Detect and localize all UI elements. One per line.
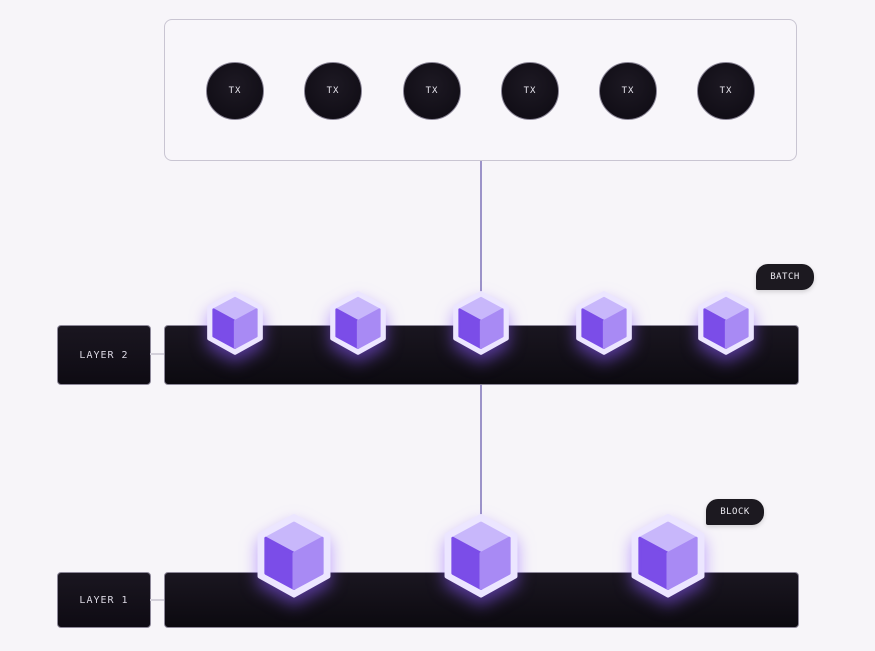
transaction-node: TX	[403, 62, 461, 120]
layer1-block-cube	[444, 514, 518, 598]
transaction-node: TX	[206, 62, 264, 120]
connector-layer2-to-layer1	[480, 384, 482, 519]
layer2-transaction-cube	[207, 291, 263, 355]
layer2-transaction-cube	[698, 291, 754, 355]
transaction-node: TX	[599, 62, 657, 120]
block-badge: BLOCK	[706, 499, 764, 525]
layer2-transaction-cube	[330, 291, 386, 355]
connector-pool-to-layer2	[480, 161, 482, 326]
transaction-node: TX	[501, 62, 559, 120]
transaction-pool	[164, 19, 797, 161]
transaction-node: TX	[697, 62, 755, 120]
layer1-block-cube	[631, 514, 705, 598]
batch-badge: BATCH	[756, 264, 814, 290]
layer1-label-connector	[150, 599, 165, 601]
layer2-transaction-cube	[576, 291, 632, 355]
transaction-node: TX	[304, 62, 362, 120]
layer2-transaction-cube	[453, 291, 509, 355]
layer2-label-connector	[150, 353, 165, 355]
layer1-label: LAYER 1	[57, 572, 151, 628]
layer2-label: LAYER 2	[57, 325, 151, 385]
layer1-block-cube	[257, 514, 331, 598]
